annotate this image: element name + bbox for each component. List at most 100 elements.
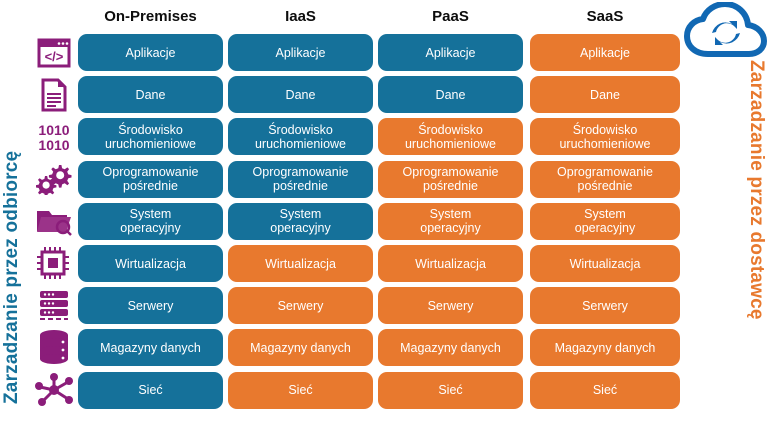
cell-label: pośrednie xyxy=(423,179,478,194)
cell-iaas-servers[interactable]: Serwery xyxy=(228,287,373,325)
column-header-saas: SaaS xyxy=(586,8,624,25)
network-nodes-icon xyxy=(30,368,78,410)
cell-iaas-storage[interactable]: Magazyny danych xyxy=(228,329,373,367)
cell-label: Oprogramowanie xyxy=(252,165,349,180)
cell-label: operacyjny xyxy=(574,221,636,236)
server-rack-icon xyxy=(30,284,78,326)
cell-label: Magazyny danych xyxy=(100,340,201,355)
cell-label: Wirtualizacja xyxy=(415,256,486,271)
cell-paas-virtualization[interactable]: Wirtualizacja xyxy=(378,245,523,282)
cell-on-premises-servers[interactable]: Serwery xyxy=(78,287,223,325)
svg-text:1010: 1010 xyxy=(38,122,69,138)
cell-label: operacyjny xyxy=(420,221,481,236)
cell-label: Wirtualizacja xyxy=(569,256,641,271)
cell-label: Magazyny danych xyxy=(400,340,501,355)
svg-text:1010: 1010 xyxy=(38,137,69,153)
cell-label: pośrednie xyxy=(123,179,178,194)
cell-label: Serwery xyxy=(127,298,174,313)
column-headers: On-Premises IaaS PaaS SaaS xyxy=(78,6,683,32)
cell-on-premises-virtualization[interactable]: Wirtualizacja xyxy=(78,245,223,282)
cell-label: Wirtualizacja xyxy=(115,256,186,271)
cell-label: System xyxy=(429,207,472,222)
cell-label: Sieć xyxy=(288,383,313,398)
cloud-sync-icon xyxy=(684,1,768,62)
cell-label: System xyxy=(584,207,626,222)
cell-paas-storage[interactable]: Magazyny danych xyxy=(378,329,523,367)
cell-label: Dane xyxy=(435,87,466,102)
cell-label: uruchomieniowe xyxy=(559,136,651,151)
cell-label: Oprogramowanie xyxy=(102,165,199,180)
cell-label: Wirtualizacja xyxy=(265,256,336,271)
binary-code-icon: 1010 1010 xyxy=(30,116,78,158)
cell-label: Magazyny danych xyxy=(554,340,656,355)
cell-label: Dane xyxy=(285,87,316,102)
cell-label: pośrednie xyxy=(273,179,328,194)
cell-saas-data[interactable]: Dane xyxy=(530,76,680,114)
cell-saas-storage[interactable]: Magazyny danych xyxy=(530,329,680,367)
cpu-chip-icon xyxy=(30,242,78,284)
cell-saas-virtualization[interactable]: Wirtualizacja xyxy=(530,245,680,282)
cell-on-premises-storage[interactable]: Magazyny danych xyxy=(78,329,223,367)
cell-paas-networking[interactable]: Sieć xyxy=(378,371,523,409)
cell-label: System xyxy=(279,207,322,222)
cell-label: Środowisko xyxy=(572,122,638,137)
cell-label: Serwery xyxy=(427,298,474,313)
svg-text:</>: </> xyxy=(45,49,64,64)
cell-saas-servers[interactable]: Serwery xyxy=(530,287,680,325)
cell-iaas-virtualization[interactable]: Wirtualizacja xyxy=(228,245,373,282)
cell-label: Środowisko xyxy=(268,122,333,137)
cell-saas-applications[interactable]: Aplikacje xyxy=(530,34,680,71)
document-icon xyxy=(30,74,78,116)
cell-label: uruchomieniowe xyxy=(254,136,347,151)
cell-on-premises-data[interactable]: Dane xyxy=(78,76,223,114)
axis-label-customer-managed: Zarzadzanie przez odbiorcę xyxy=(1,150,22,404)
cell-paas-servers[interactable]: Serwery xyxy=(378,287,523,325)
cell-label: Środowisko xyxy=(418,122,483,137)
cell-label: Sieć xyxy=(438,383,463,398)
cell-paas-applications[interactable]: Aplikacje xyxy=(378,34,523,71)
cell-label: Magazyny danych xyxy=(250,340,351,355)
cell-label: uruchomieniowe xyxy=(404,136,497,151)
cell-label: operacyjny xyxy=(120,221,181,236)
cell-label: Serwery xyxy=(582,298,628,313)
cell-label: pośrednie xyxy=(577,179,633,194)
folder-search-icon xyxy=(30,200,78,242)
gears-icon xyxy=(30,158,78,200)
cell-label: System xyxy=(129,207,172,222)
cell-label: Środowisko xyxy=(118,122,183,137)
cell-on-premises-applications[interactable]: Aplikacje xyxy=(78,34,223,71)
cell-label: Aplikacje xyxy=(125,45,176,60)
column-header-paas: PaaS xyxy=(432,8,469,25)
cell-label: Aplikacje xyxy=(425,45,476,60)
cell-iaas-data[interactable]: Dane xyxy=(228,76,373,114)
cell-label: operacyjny xyxy=(270,221,331,236)
cell-label: Oprogramowanie xyxy=(402,165,499,180)
cell-iaas-networking[interactable]: Sieć xyxy=(228,371,373,409)
cell-iaas-applications[interactable]: Aplikacje xyxy=(228,34,373,71)
column-header-on-premises: On-Premises xyxy=(104,8,197,25)
cell-label: Sieć xyxy=(592,383,618,398)
code-window-icon: </> xyxy=(30,32,78,74)
cell-saas-networking[interactable]: Sieć xyxy=(530,371,680,409)
database-icon xyxy=(30,326,78,368)
column-header-iaas: IaaS xyxy=(285,8,316,25)
cell-on-premises-networking[interactable]: Sieć xyxy=(78,371,223,409)
cell-paas-data[interactable]: Dane xyxy=(378,76,523,114)
